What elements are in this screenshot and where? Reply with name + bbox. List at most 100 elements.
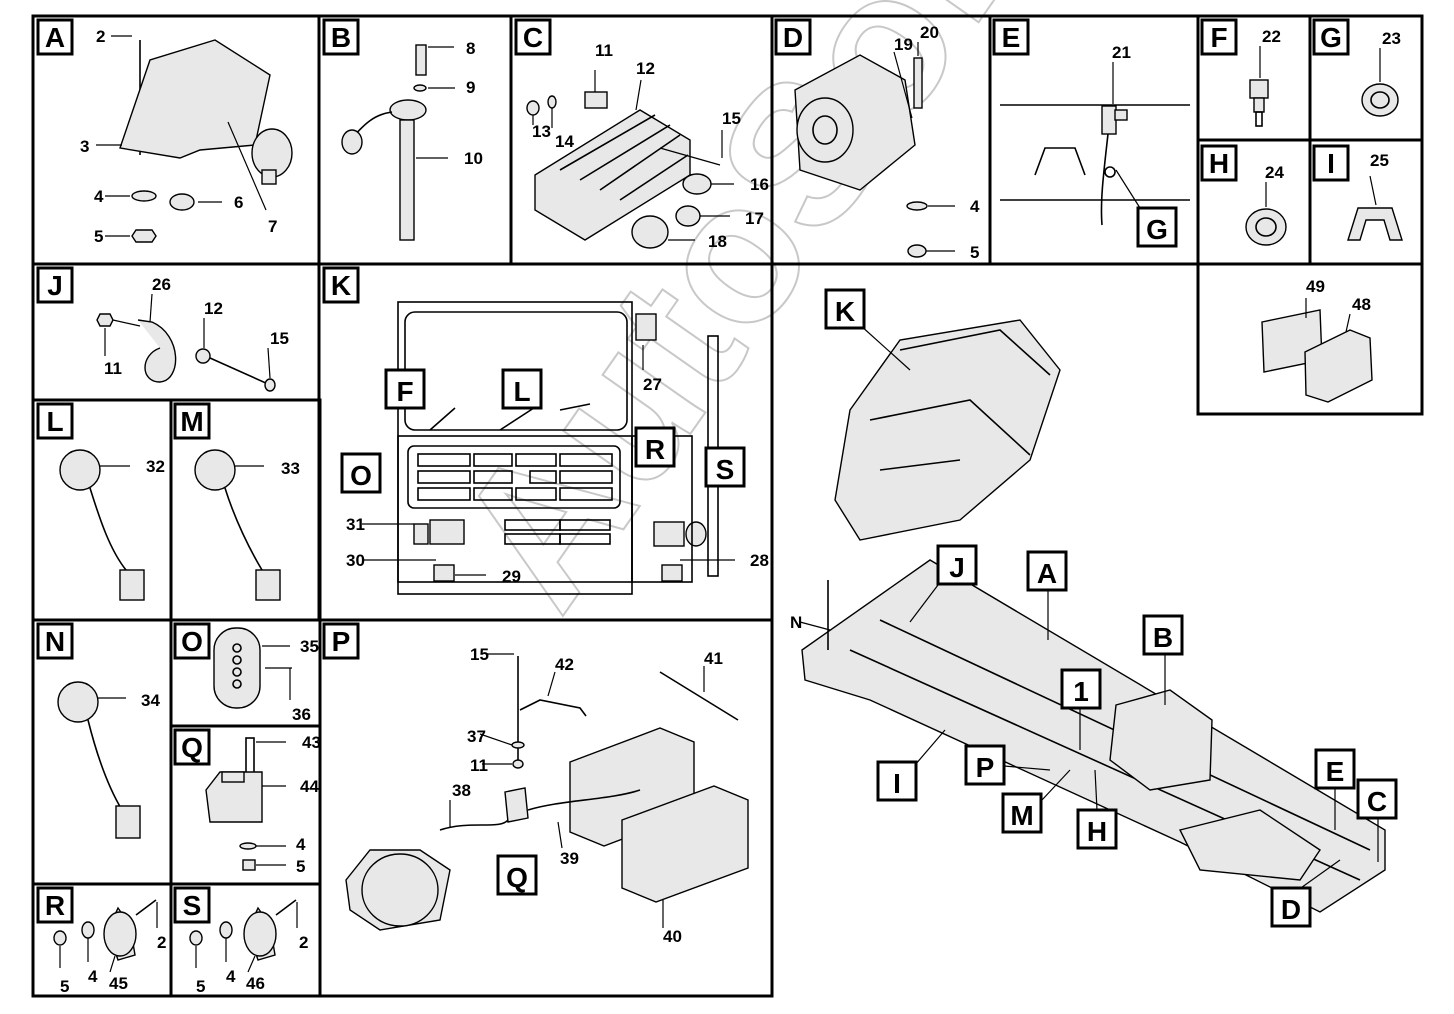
part-number-27: 27 bbox=[643, 375, 662, 394]
panel-letter-G: G bbox=[1320, 22, 1342, 53]
part-number-9: 9 bbox=[466, 78, 475, 97]
part-number-26: 26 bbox=[152, 275, 171, 294]
part-number-45: 45 bbox=[109, 974, 128, 993]
panel-letter-Q: Q bbox=[181, 732, 203, 763]
part-number-44: 44 bbox=[300, 777, 319, 796]
callout-box-J-frame bbox=[936, 544, 978, 586]
part-number-4: 4 bbox=[88, 967, 98, 986]
panel-letter-S-frame bbox=[173, 886, 211, 924]
part-number-3: 3 bbox=[80, 137, 89, 156]
panel-letter-M-frame bbox=[173, 402, 211, 440]
callout-box-F: F bbox=[396, 376, 413, 407]
panel-letter-H: H bbox=[1209, 148, 1229, 179]
part-number-49: 49 bbox=[1306, 277, 1325, 296]
part-number-11: 11 bbox=[104, 359, 122, 378]
panel-letter-F-frame bbox=[1200, 18, 1238, 56]
part-number-10: 10 bbox=[464, 149, 483, 168]
panel-N bbox=[31, 618, 173, 886]
callout-box-M-frame bbox=[1001, 792, 1043, 834]
part-number-5: 5 bbox=[970, 243, 979, 262]
panel-letter-E-frame bbox=[992, 18, 1030, 56]
panel-P bbox=[318, 618, 774, 998]
labels-BR: 49 48 bbox=[1306, 277, 1371, 314]
panel-letter-K: K bbox=[331, 270, 351, 301]
callout-box-1-frame bbox=[1060, 668, 1102, 710]
callout-box-J: J bbox=[949, 552, 965, 583]
panel-letter-J: J bbox=[47, 270, 63, 301]
part-number-6: 6 bbox=[234, 193, 243, 212]
part-number-38: 38 bbox=[452, 781, 471, 800]
part-number-12: 12 bbox=[204, 299, 223, 318]
callout-box-D-frame bbox=[1270, 886, 1312, 928]
panel-letter-R-frame bbox=[36, 886, 74, 924]
panel-bracket-48-49 bbox=[1196, 262, 1424, 416]
part-number-11: 11 bbox=[470, 756, 488, 775]
callout-box-B: B bbox=[1153, 622, 1173, 653]
part-number-48: 48 bbox=[1352, 295, 1371, 314]
part-number-13: 13 bbox=[532, 122, 551, 141]
panel-letter-J-frame bbox=[36, 266, 74, 304]
panel-letter-M: M bbox=[180, 406, 203, 437]
panel-letter-H-frame bbox=[1200, 144, 1238, 182]
part-number-4: 4 bbox=[296, 835, 306, 854]
panel-O bbox=[169, 618, 322, 728]
panel-letter-C: C bbox=[523, 22, 543, 53]
callout-box-G: G bbox=[1146, 214, 1168, 245]
panel-letter-N-frame bbox=[36, 622, 74, 660]
part-number-8: 8 bbox=[466, 39, 475, 58]
callout-box-B-frame bbox=[1142, 614, 1184, 656]
callout-box-L-frame bbox=[501, 368, 543, 410]
part-number-18: 18 bbox=[708, 232, 727, 251]
part-number-34: 34 bbox=[141, 691, 160, 710]
part-number-43: 43 bbox=[302, 733, 321, 752]
part-number-5: 5 bbox=[94, 227, 103, 246]
part-number-20: 20 bbox=[920, 23, 939, 42]
part-number-4: 4 bbox=[226, 967, 236, 986]
part-number-40: 40 bbox=[663, 927, 682, 946]
panel-letter-G-frame bbox=[1312, 18, 1350, 56]
callout-box-S-frame bbox=[704, 446, 746, 488]
part-number-2: 2 bbox=[157, 933, 166, 952]
vent-grid bbox=[417, 453, 613, 501]
part-number-4: 4 bbox=[970, 197, 980, 216]
part-number-5: 5 bbox=[296, 857, 305, 876]
callout-box-1: 1 bbox=[1073, 676, 1089, 707]
part-number-15: 15 bbox=[722, 109, 741, 128]
part-number-42: 42 bbox=[555, 655, 574, 674]
part-number-2: 2 bbox=[299, 933, 308, 952]
labels-L: L32 bbox=[36, 402, 165, 476]
part-number-46: 46 bbox=[246, 974, 265, 993]
panel-letter-O: O bbox=[181, 626, 203, 657]
callout-box-O-frame bbox=[340, 452, 382, 494]
part-number-28: 28 bbox=[750, 551, 769, 570]
part-number-30: 30 bbox=[346, 551, 365, 570]
callout-box-O: O bbox=[350, 460, 372, 491]
part-number-16: 16 bbox=[750, 175, 769, 194]
watermark-text: AutoSoft bbox=[413, 0, 1080, 645]
part-number-39: 39 bbox=[560, 849, 579, 868]
panel-letter-B-frame bbox=[322, 18, 360, 56]
callout-pointers bbox=[859, 324, 1379, 891]
callout-box-I-frame bbox=[876, 760, 918, 802]
watermark: AutoSoft bbox=[412, 0, 1081, 646]
part-number-23: 23 bbox=[1382, 29, 1401, 48]
part-number-31: 31 bbox=[346, 515, 365, 534]
callout-box-P-frame bbox=[964, 744, 1006, 786]
part-number-17: 17 bbox=[745, 209, 764, 228]
part-number-15: 15 bbox=[470, 645, 489, 664]
part-number-14: 14 bbox=[555, 132, 574, 151]
callout-box-R: R bbox=[645, 434, 665, 465]
panel-letter-P-frame bbox=[322, 622, 360, 660]
labels-G: G 23 bbox=[1312, 18, 1401, 56]
part-number-21: 21 bbox=[1112, 43, 1131, 62]
callout-box-C-frame bbox=[1356, 778, 1398, 820]
panel-M bbox=[169, 398, 322, 622]
part-number-29: 29 bbox=[502, 567, 521, 586]
